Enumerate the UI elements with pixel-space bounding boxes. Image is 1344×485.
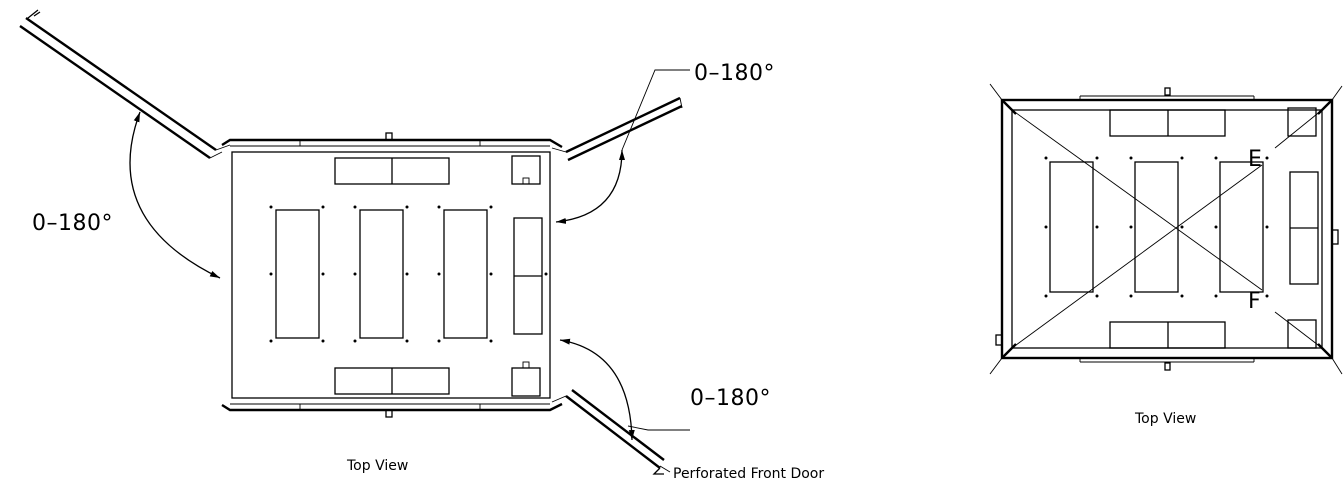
caption-left-top-view: Top View <box>346 458 408 474</box>
angle-leader-top <box>621 69 690 151</box>
vertical-slot-1 <box>275 209 320 339</box>
cabinet-outline <box>231 151 551 399</box>
left-door-open <box>19 9 231 159</box>
top-right-door-open <box>551 96 683 162</box>
mounting-holes-right <box>1044 156 1269 298</box>
bottom-frame-rail <box>221 402 563 412</box>
left-cabinet-top-view <box>19 9 690 475</box>
door-callout-leader <box>659 465 671 473</box>
corner-box-bottom <box>511 367 541 397</box>
corner-box-right-bottom <box>1287 319 1317 349</box>
outer-frame <box>1000 98 1334 360</box>
section-label-f: F <box>1248 289 1261 314</box>
angle-label-left: 0–180° <box>32 211 113 236</box>
angle-label-bottom-right: 0–180° <box>690 386 771 411</box>
right-cabinet-top-view <box>989 83 1343 375</box>
mounting-holes <box>269 205 548 343</box>
corner-box-top <box>511 155 541 185</box>
perforated-front-door-label: Perforated Front Door <box>673 466 824 482</box>
top-latch <box>385 132 393 141</box>
bottom-latch <box>385 409 393 418</box>
bottom-right-swing-arc <box>559 338 635 441</box>
vertical-slot-3 <box>443 209 488 339</box>
left-swing-arc <box>129 111 221 279</box>
vertical-slot-2 <box>359 209 404 339</box>
corner-box-right-top <box>1287 107 1317 137</box>
vertical-slot-right-2 <box>1134 161 1179 293</box>
angle-label-top-right: 0–180° <box>694 61 775 86</box>
angle-leader-bottom <box>627 425 690 431</box>
top-right-swing-arc <box>555 149 625 224</box>
front-door-open <box>551 389 665 475</box>
caption-right-top-view: Top View <box>1134 411 1196 427</box>
vertical-slot-right-3 <box>1219 161 1264 293</box>
vertical-slot-right-1 <box>1049 161 1094 293</box>
section-label-e: E <box>1248 147 1262 172</box>
